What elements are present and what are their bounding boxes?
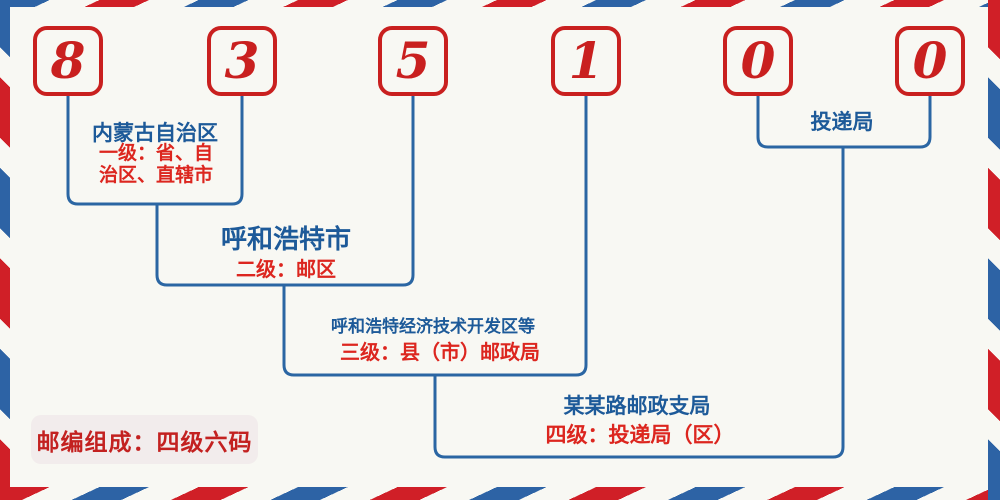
level4-region-name: 某某路邮政支局 xyxy=(563,395,711,418)
digit-6: 0 xyxy=(912,31,948,90)
level1-region-name: 内蒙古自治区 xyxy=(92,122,218,145)
level1-description: 一级：省、自 治区、直辖市 xyxy=(98,143,214,186)
level1-bracket-line xyxy=(66,96,244,206)
delivery-office-label: 投递局 xyxy=(810,111,874,134)
airmail-border-bottom xyxy=(0,487,1000,500)
digit-3: 5 xyxy=(395,31,431,90)
digit-box-2: 3 xyxy=(207,26,277,96)
digit-2: 3 xyxy=(224,31,260,90)
level3-region-name: 呼和浩特经济技术开发区等 xyxy=(331,317,535,336)
digit-box-4: 1 xyxy=(551,26,621,96)
airmail-border-right xyxy=(988,0,1000,500)
level3-description: 三级：县（市）邮政局 xyxy=(340,342,540,364)
delivery-bracket-line xyxy=(756,96,932,149)
badge-text: 邮编组成：四级六码 xyxy=(36,428,253,455)
level2-region-name: 呼和浩特市 xyxy=(220,224,352,254)
level4-bracket-line xyxy=(433,147,845,459)
digit-box-5: 0 xyxy=(723,26,793,96)
level2-description: 二级：邮区 xyxy=(236,259,336,281)
postal-code-composition-badge: 邮编组成：四级六码 xyxy=(31,415,258,464)
digit-box-6: 0 xyxy=(895,26,965,96)
airmail-border-top xyxy=(0,0,1000,7)
level4-description: 四级：投递局（区） xyxy=(545,424,735,447)
digit-1: 8 xyxy=(50,31,86,90)
digit-4: 1 xyxy=(568,31,604,90)
digit-box-1: 8 xyxy=(33,26,103,96)
airmail-border-left xyxy=(0,0,10,500)
digit-box-3: 5 xyxy=(378,26,448,96)
digit-5: 0 xyxy=(740,31,776,90)
